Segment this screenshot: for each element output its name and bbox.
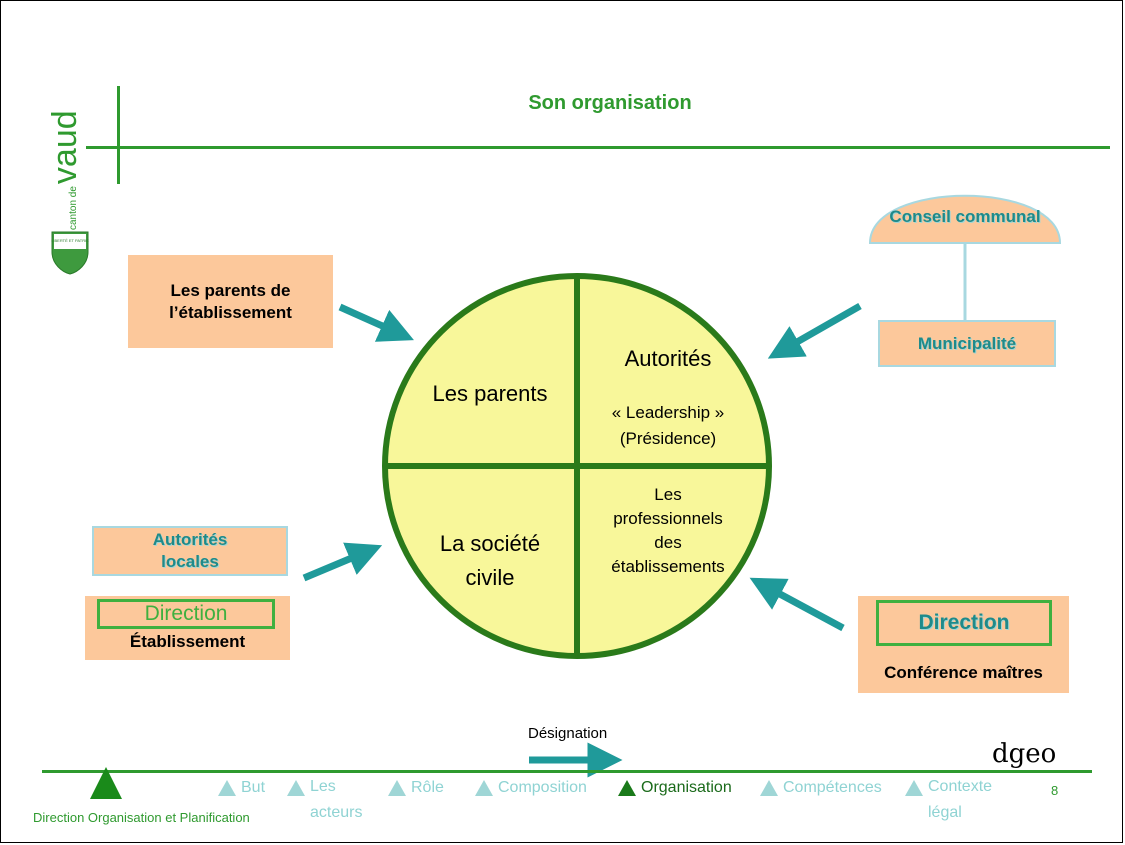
slide-title: Son organisation xyxy=(528,92,692,114)
conseil-communal-label: Conseil communal xyxy=(889,207,1041,226)
nav-triangle-icon xyxy=(760,780,778,796)
conference-label: Conférence maîtres xyxy=(884,663,1043,682)
conseil-communal-dome xyxy=(868,194,1062,320)
nav-label: But xyxy=(241,779,266,796)
box-autorites-locales: Autorités locales xyxy=(92,526,288,576)
footer-line xyxy=(42,770,1092,773)
nav-item-acteurs[interactable]: Les acteurs xyxy=(287,778,370,826)
nav-item-contexte[interactable]: Contexte légal xyxy=(905,778,1008,826)
header-horizontal-line xyxy=(86,146,1110,149)
quadrant-professionnels-line2: professionnels xyxy=(613,509,723,528)
quadrant-professionnels-line1: Les xyxy=(654,485,682,504)
nav-triangle-icon xyxy=(218,780,236,796)
nav-item-organisation[interactable]: Organisation xyxy=(618,779,732,797)
nav-label: Rôle xyxy=(411,779,444,796)
quadrant-professionnels-line4: établissements xyxy=(611,557,725,576)
nav-label: Les acteurs xyxy=(310,778,363,821)
direction-left-frame: Direction xyxy=(97,599,275,629)
quadrant-parents: Les parents xyxy=(432,381,548,406)
nav-label: Organisation xyxy=(641,779,732,796)
shield-icon: LIBERTÉ ET PATRIE xyxy=(51,231,89,275)
arrow-parents xyxy=(338,303,414,342)
nav-item-but[interactable]: But xyxy=(218,779,265,797)
canton-logo: canton devaud LIBERTÉ ET PATRIE xyxy=(46,110,96,275)
box-municipalite: Municipalité xyxy=(878,320,1056,367)
quadrant-autorites-line2: (Présidence) xyxy=(619,429,717,448)
nav-triangle-icon xyxy=(475,780,493,796)
nav-triangle-icon xyxy=(905,780,923,796)
nav-item-competences[interactable]: Compétences xyxy=(760,779,882,797)
autorites-line2: locales xyxy=(161,552,219,571)
box-parents-etablissement: Les parents de l’établissement xyxy=(128,255,333,348)
brand-logo: dgeo xyxy=(992,739,1057,769)
arrow-direction-conference xyxy=(749,577,845,632)
arrow-autorites-locales xyxy=(302,542,383,582)
home-triangle-icon[interactable] xyxy=(88,765,124,801)
etablissement-label: Établissement xyxy=(129,632,246,651)
nav-triangle-icon xyxy=(388,780,406,796)
nav-label: Contexte légal xyxy=(928,778,993,821)
nav-triangle-icon xyxy=(618,780,636,796)
nav-triangle-icon xyxy=(287,780,305,796)
direction-right-frame: Direction xyxy=(876,600,1052,646)
quadrant-autorites-title: Autorités xyxy=(624,346,712,371)
legend-designation: Désignation xyxy=(528,725,608,742)
arrow-municipalite xyxy=(767,302,862,359)
quadrant-autorites-line1: « Leadership » xyxy=(611,403,725,422)
nav-label: Compétences xyxy=(783,779,882,796)
footer-organisation: Direction Organisation et Planification xyxy=(33,810,250,825)
quadrant-societe-line1: La société xyxy=(439,531,541,556)
shield-text: LIBERTÉ ET PATRIE xyxy=(51,238,89,243)
box-parents-line1: Les parents de xyxy=(170,280,291,300)
direction-left-label: Direction xyxy=(144,602,228,625)
quadrant-professionnels-line3: des xyxy=(654,533,682,552)
nav-item-composition[interactable]: Composition xyxy=(475,779,587,797)
direction-right-label: Direction xyxy=(918,611,1010,634)
nav-label: Composition xyxy=(498,779,587,796)
nav-item-role[interactable]: Rôle xyxy=(388,779,444,797)
page-number: 8 xyxy=(1051,783,1059,798)
organisation-circle xyxy=(382,273,772,659)
quadrant-societe-line2: civile xyxy=(465,565,515,590)
autorites-line1: Autorités xyxy=(152,530,228,549)
header-vertical-line xyxy=(117,86,120,184)
box-parents-line2: l’établissement xyxy=(169,302,292,322)
